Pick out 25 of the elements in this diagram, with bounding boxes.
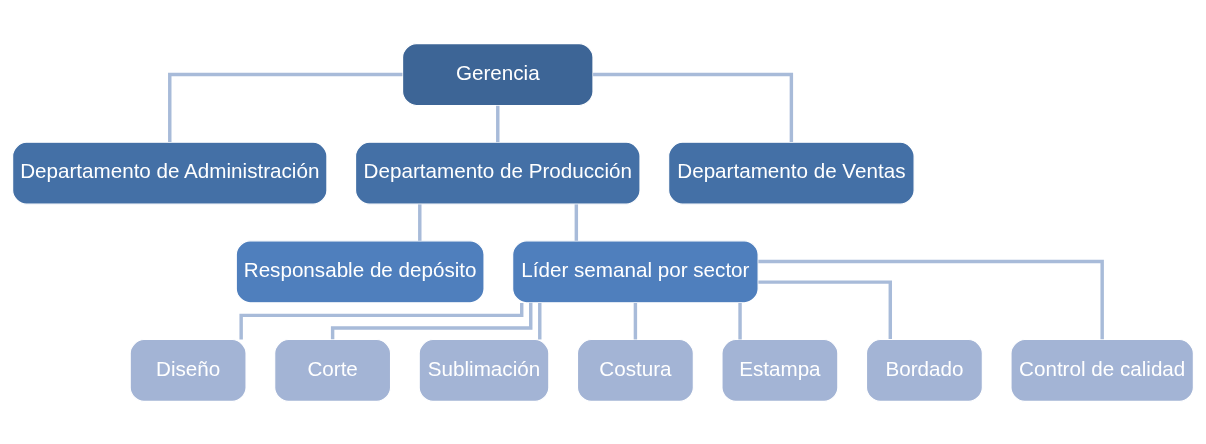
node-box: Responsable de depósito (235, 239, 485, 303)
connector (738, 302, 742, 339)
connector (496, 105, 500, 142)
connector (633, 302, 638, 339)
node-box: Bordado (865, 338, 983, 402)
node-box: Líder semanal por sector (512, 239, 759, 303)
connector (418, 203, 422, 241)
connector (538, 302, 542, 339)
connector (593, 72, 794, 142)
node-box: Costura (576, 338, 694, 402)
node-box: Sublimación (418, 338, 550, 402)
connector (574, 203, 579, 241)
connector (168, 72, 403, 142)
node-box: Departamento de Administración (12, 141, 328, 205)
connector (758, 259, 1104, 339)
connector (758, 279, 892, 339)
node-box: Departamento de Ventas (668, 141, 915, 205)
node-box: Estampa (721, 338, 839, 402)
node-box: Gerencia (402, 42, 594, 106)
connector (330, 302, 533, 339)
node-box: Diseño (129, 338, 247, 402)
connector (239, 302, 524, 339)
node-box: Control de calidad (1010, 338, 1194, 402)
node-box: Corte (274, 338, 392, 402)
node-box: Departamento de Producción (355, 141, 641, 205)
